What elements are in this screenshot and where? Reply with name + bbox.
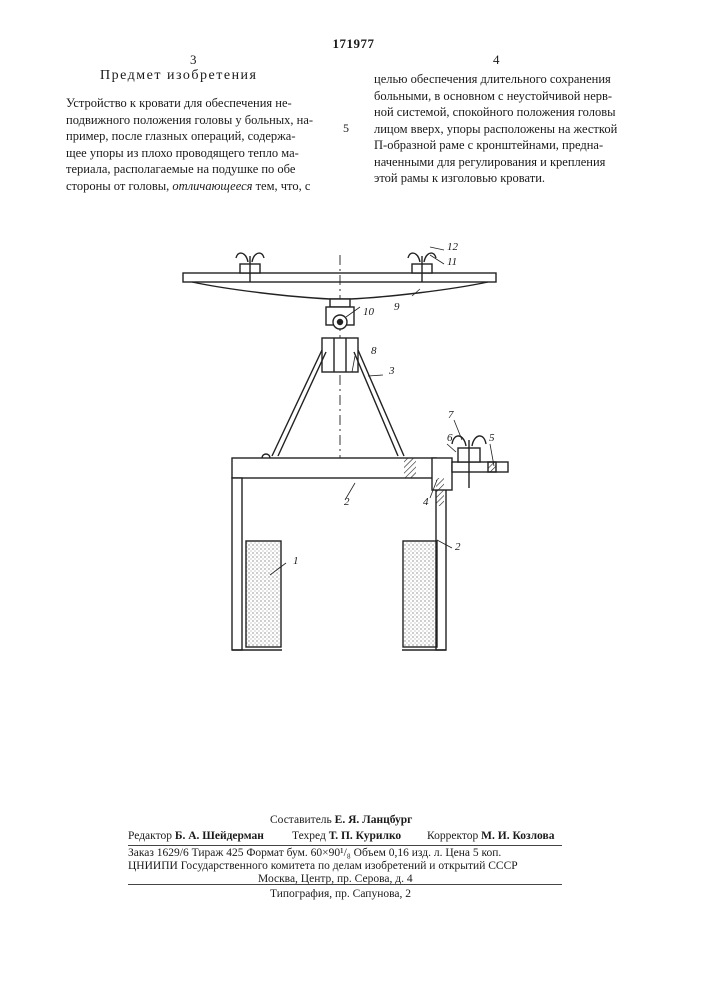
part-label-2: 2 bbox=[344, 496, 350, 508]
print-line: Типография, пр. Сапунова, 2 bbox=[270, 887, 411, 902]
compiler-name: Е. Я. Ланцбург bbox=[335, 814, 413, 826]
compiler-line: Составитель Е. Я. Ланцбург bbox=[270, 813, 412, 828]
part-label-6: 6 bbox=[447, 432, 453, 444]
techred-credit: Техред Т. П. Курилко bbox=[292, 829, 401, 844]
part-label-8: 8 bbox=[371, 345, 377, 357]
corrector-name: М. И. Козлова bbox=[481, 830, 554, 842]
top-plate bbox=[183, 273, 496, 282]
leg-right bbox=[354, 350, 404, 456]
part-label-1: 1 bbox=[293, 555, 299, 567]
editor-name: Б. А. Шейдерман bbox=[175, 830, 264, 842]
part-label-10: 10 bbox=[363, 306, 374, 318]
drawing-lines bbox=[183, 253, 508, 650]
head-support-left bbox=[246, 541, 281, 647]
clamp-arm bbox=[452, 462, 508, 472]
hinge-neck bbox=[330, 299, 350, 307]
techred-name: Т. П. Курилко bbox=[329, 830, 401, 842]
corrector-label: Корректор bbox=[427, 830, 478, 842]
head-support-right bbox=[403, 541, 437, 647]
editor-credit: Редактор Б. А. Шейдерман bbox=[128, 829, 264, 844]
leg-left bbox=[272, 350, 326, 456]
corrector-credit: Корректор М. И. Козлова bbox=[427, 829, 554, 844]
part-label-11: 11 bbox=[447, 256, 457, 268]
credits-rule-bottom bbox=[128, 884, 562, 885]
part-label-3: 3 bbox=[389, 365, 395, 377]
part-label-2-right: 2 bbox=[455, 541, 461, 553]
frame-left-upright bbox=[232, 478, 242, 650]
part-label-12: 12 bbox=[447, 241, 458, 253]
part-label-7: 7 bbox=[448, 409, 454, 421]
techred-label: Техред bbox=[292, 830, 326, 842]
compiler-label: Составитель bbox=[270, 814, 332, 826]
part-label-5: 5 bbox=[489, 432, 495, 444]
part-label-4: 4 bbox=[423, 496, 429, 508]
part-label-9: 9 bbox=[394, 301, 400, 313]
editor-label: Редактор bbox=[128, 830, 172, 842]
